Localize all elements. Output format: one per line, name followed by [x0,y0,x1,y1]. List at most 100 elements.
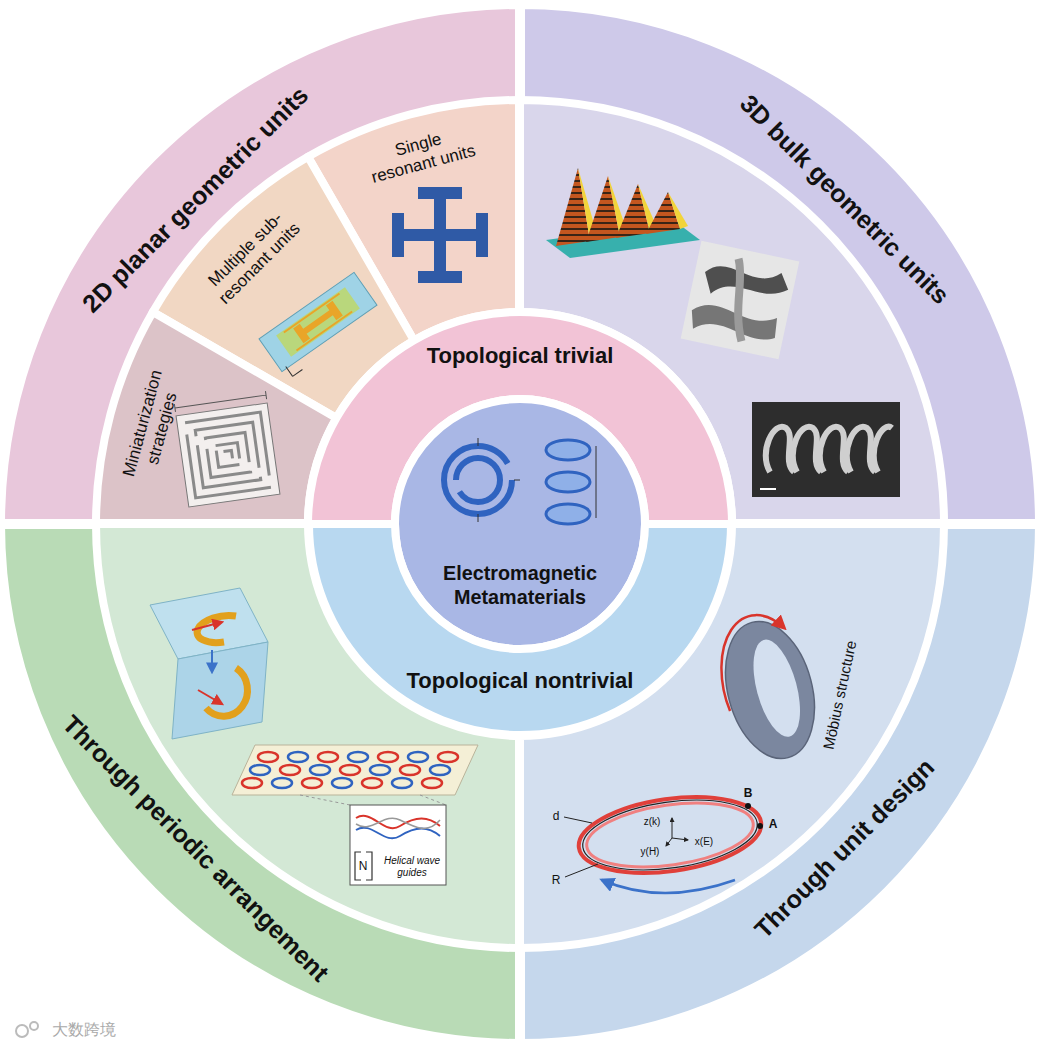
sem-helix-image [820,427,848,472]
ring-lattice [408,752,428,762]
ring-resonator [564,787,766,893]
node-fill [520,524,1040,1044]
ring-resonator [745,803,751,809]
waveguide-inset [356,828,440,839]
ring-label: Topological trivial [427,343,614,369]
point-label: B [744,786,753,800]
split-ring-icon [546,504,590,524]
jerusalem-cross [418,271,462,283]
folded-split-rings [192,622,222,630]
ring-resonator [757,823,763,829]
quadrant-band: Through unit design [511,516,1041,1049]
meander-unit [185,412,271,498]
meander-unit [205,432,250,477]
ring-lattice [232,745,478,795]
ring-resonator [578,790,761,880]
inner-panel [96,524,520,948]
ring-lattice [302,778,322,788]
sem-helix-image [847,427,875,472]
meander-unit [176,403,280,507]
split-ring-icon [546,472,590,492]
resonator-device [259,272,377,371]
split-ring-icon [456,458,500,502]
waveguide-inset [350,805,446,885]
moebius-ring [707,608,802,711]
axis-label: z(k) [644,816,661,828]
ring-lattice [392,778,412,788]
sem-helix-image [766,427,794,472]
ring-lattice [362,778,382,788]
pyramid-array [546,168,700,258]
ring-lattice [272,778,292,788]
gyroid-structure [681,241,800,360]
split-ring-icon [546,440,590,460]
resonator-device [276,287,360,356]
split-ring-icon [444,446,512,514]
watermark: 大数跨境 [52,1020,116,1039]
resonator-device [293,301,343,343]
waveguide-inset [356,816,440,828]
meander-unit [185,412,271,498]
ring-lattice [340,765,360,775]
gyroid-structure [701,257,791,309]
jerusalem-cross [392,187,488,283]
ring-resonator [672,838,688,840]
ring-lattice [242,778,262,788]
axis-label: x(E) [695,836,713,848]
gyroid-structure [722,259,758,341]
ring-resonator [602,880,735,893]
ring-lattice [232,745,478,805]
waveguide-inset [356,818,440,828]
sem-helix-image [760,488,776,490]
ring-resonator [574,787,766,884]
folded-split-rings [211,650,213,672]
sem-helix-image [766,427,892,472]
ring-lattice [348,752,368,762]
meander-unit [223,450,232,459]
meander-unit [216,443,241,468]
watermark-icon [16,1022,38,1037]
gyroid-structure [681,241,800,360]
node-outline [511,516,1041,1049]
watermark-icon [30,1022,38,1030]
ring-lattice [288,752,308,762]
jerusalem-cross [392,213,404,257]
ring-lattice [250,765,270,775]
ring-lattice [310,765,330,775]
meander-unit [195,422,261,488]
meander-unit [174,391,280,507]
folded-split-rings [206,668,247,716]
sem-helix-image [752,402,900,497]
axis-label: y(H) [641,846,660,858]
watermark-icon [16,1025,28,1037]
waveguide-inset [350,805,446,885]
ring-lattice [378,752,398,762]
bracket-label: N [359,859,368,873]
ring-label: Topological nontrivial [407,668,634,694]
jerusalem-cross [476,213,488,257]
ring-resonator [583,794,758,877]
ring-lattice [318,752,338,762]
waveguide-inset [355,852,372,880]
sem-helix-image [793,427,821,472]
meander-unit [174,391,266,412]
split-ring-icon [596,446,597,518]
dimension-label: d [553,809,560,823]
ring-lattice [242,752,458,788]
split-ring-icon [478,438,520,522]
ring-lattice [370,765,390,775]
ring-resonator [574,787,766,884]
ring-lattice [300,795,446,805]
sem-helix-image [874,427,892,472]
folded-split-rings [198,690,222,704]
ring-lattice [430,765,450,775]
ring-lattice [332,778,352,788]
gyroid-structure [688,300,779,345]
pyramid-array [668,192,688,229]
ring-lattice [438,752,458,762]
resonator-device [286,360,303,377]
inner-panel [520,524,944,948]
